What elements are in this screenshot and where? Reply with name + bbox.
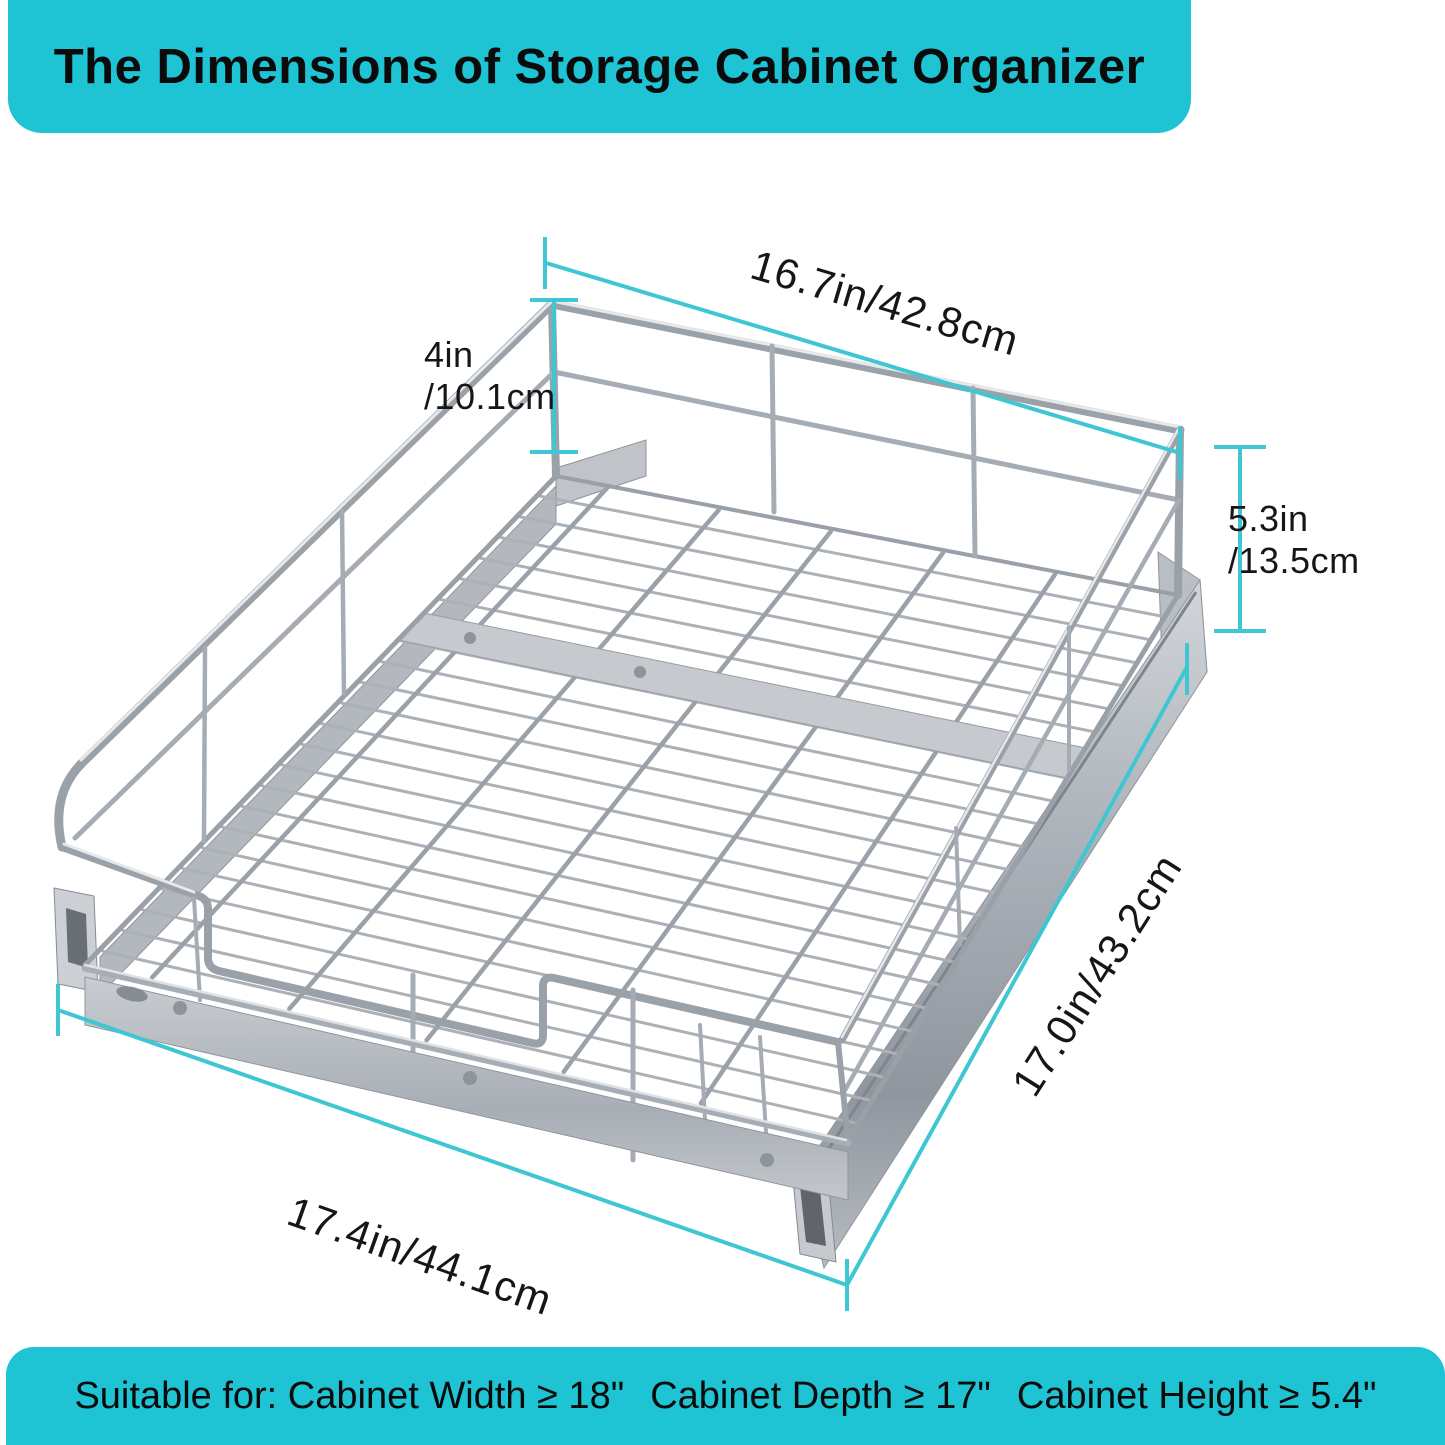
dimension-lines (56, 237, 1266, 1311)
dimension-label-back-height-line1: 4in (424, 334, 474, 375)
title-banner: The Dimensions of Storage Cabinet Organi… (8, 0, 1191, 133)
dimension-label-side-height: 5.3in /13.5cm (1228, 498, 1360, 583)
dimension-label-side-height-line2: /13.5cm (1228, 540, 1360, 582)
basket-floor-grid (82, 473, 1181, 1143)
basket-front-wall (58, 842, 852, 1201)
suitability-height: Cabinet Height ≥ 5.4" (1016, 1374, 1377, 1417)
suitability-depth: Cabinet Depth ≥ 17" (650, 1374, 991, 1417)
suitability-banner: Suitable for: Cabinet Width ≥ 18" Cabine… (6, 1347, 1445, 1445)
dimension-label-back-height-line2: /10.1cm (424, 376, 556, 418)
suitability-width: Suitable for: Cabinet Width ≥ 18" (74, 1374, 625, 1417)
dimension-label-back-height: 4in /10.1cm (424, 334, 556, 419)
page-title: The Dimensions of Storage Cabinet Organi… (53, 39, 1146, 94)
dimension-label-side-height-line1: 5.3in (1228, 498, 1309, 539)
